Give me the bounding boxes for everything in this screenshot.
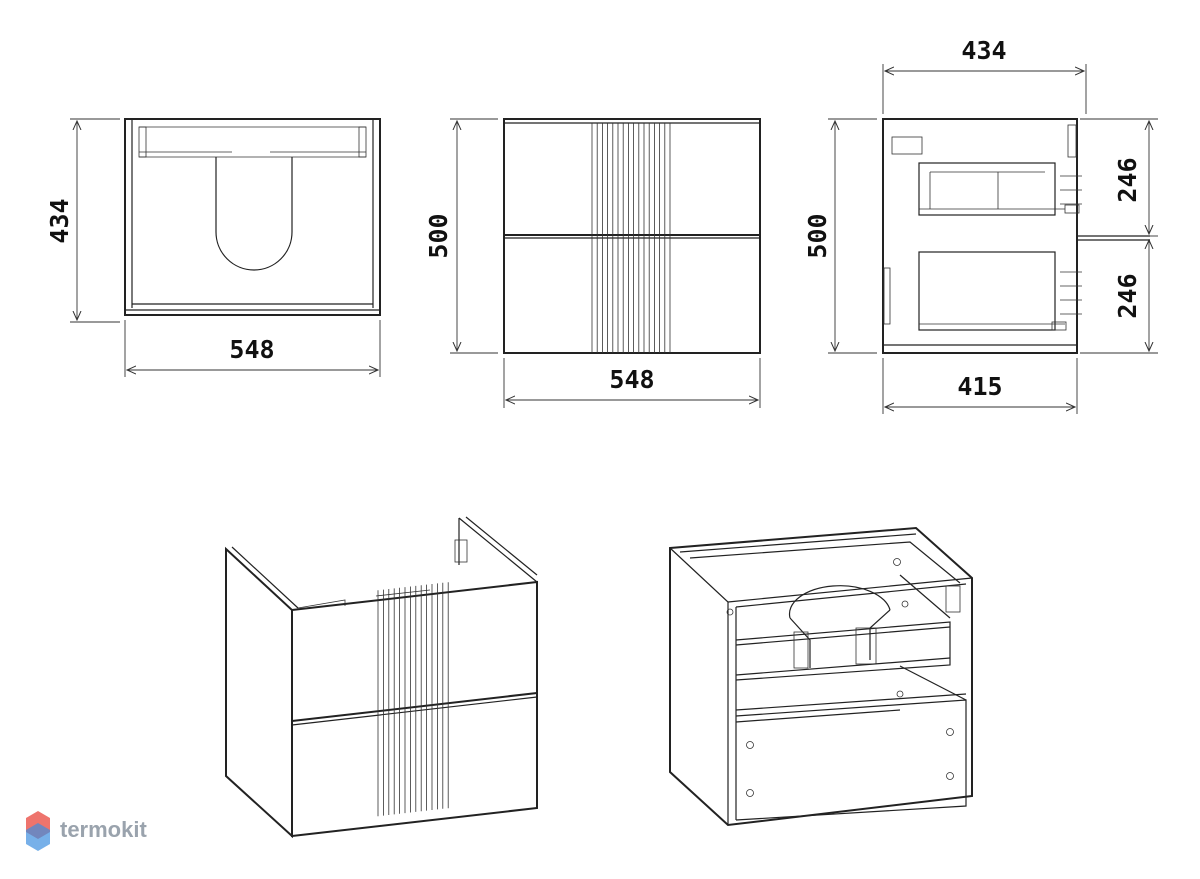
view-side: 434 500 246 246 415 [803, 36, 1158, 414]
dim-side-height: 500 [803, 213, 832, 258]
front-flutes [591, 123, 671, 353]
dim-front-open-height: 434 [45, 198, 74, 243]
view-iso-open [669, 526, 973, 827]
view-front: 500 548 [424, 118, 761, 408]
brand-name: termokit [60, 817, 147, 842]
logo-blue-icon [26, 823, 50, 851]
dim-front-height: 500 [424, 213, 453, 258]
dim-drawer-top-height: 246 [1113, 157, 1142, 202]
view-iso-closed [225, 516, 538, 839]
iso-flutes [377, 582, 449, 817]
brand-logo: termokit [26, 811, 147, 851]
dim-front-width: 548 [609, 365, 654, 394]
dim-side-top-depth: 434 [961, 36, 1006, 65]
dim-side-bottom-depth: 415 [957, 372, 1002, 401]
view-front-open: 434 548 [45, 118, 381, 377]
dim-drawer-bottom-height: 246 [1113, 273, 1142, 318]
dim-front-open-width: 548 [229, 335, 274, 364]
